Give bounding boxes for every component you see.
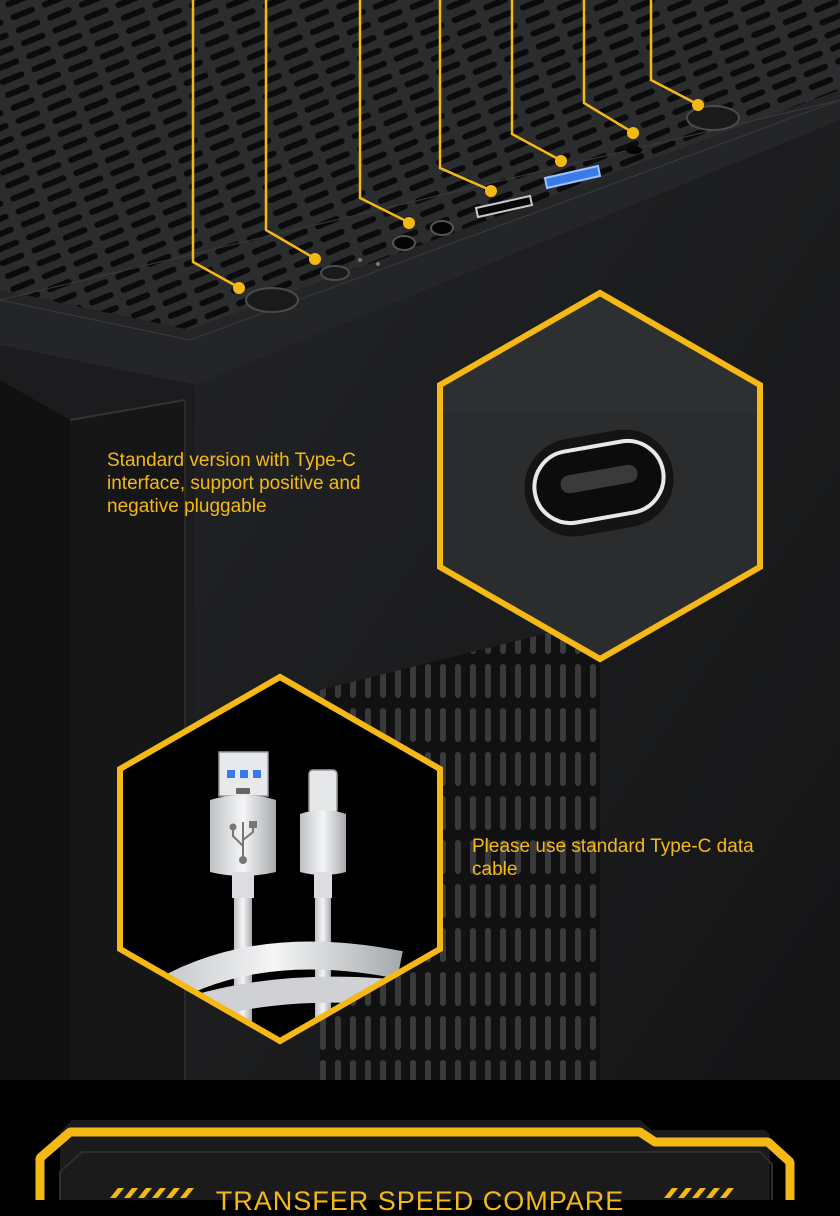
led-indicator xyxy=(376,262,380,266)
callout-leader-lines xyxy=(191,0,698,289)
chevron-stripes-icon xyxy=(110,1188,194,1198)
usb3-port xyxy=(543,164,602,190)
audio-jack xyxy=(392,235,416,251)
light-button xyxy=(686,105,740,131)
typec-housing xyxy=(300,810,346,875)
power-button xyxy=(245,287,299,313)
banner-border xyxy=(35,1127,795,1200)
callout-dots xyxy=(233,99,704,294)
cable-closeup-hexagon xyxy=(117,673,443,1045)
led-indicator xyxy=(358,258,362,262)
product-scene: Standard version with Type-C interface, … xyxy=(0,0,840,1080)
chevron-stripes-icon xyxy=(664,1188,734,1198)
top-vent-panel xyxy=(0,0,840,330)
mic-jack xyxy=(430,220,454,236)
pc-case-illustration xyxy=(0,0,840,1080)
banner-title: TRANSFER SPEED COMPARE xyxy=(215,1186,625,1216)
banner-frame xyxy=(35,1120,795,1200)
reset-button xyxy=(320,265,350,281)
cable-caption: Please use standard Type-C data cable xyxy=(472,836,754,880)
usb2-port xyxy=(474,194,534,219)
front-io-strip xyxy=(0,90,840,385)
typec-connector xyxy=(308,769,338,815)
typec-caption: Standard version with Type-C interface, … xyxy=(107,450,361,517)
usb-trident-icon xyxy=(229,821,257,864)
typec-port-small xyxy=(626,146,642,154)
transfer-speed-banner xyxy=(0,1080,840,1200)
